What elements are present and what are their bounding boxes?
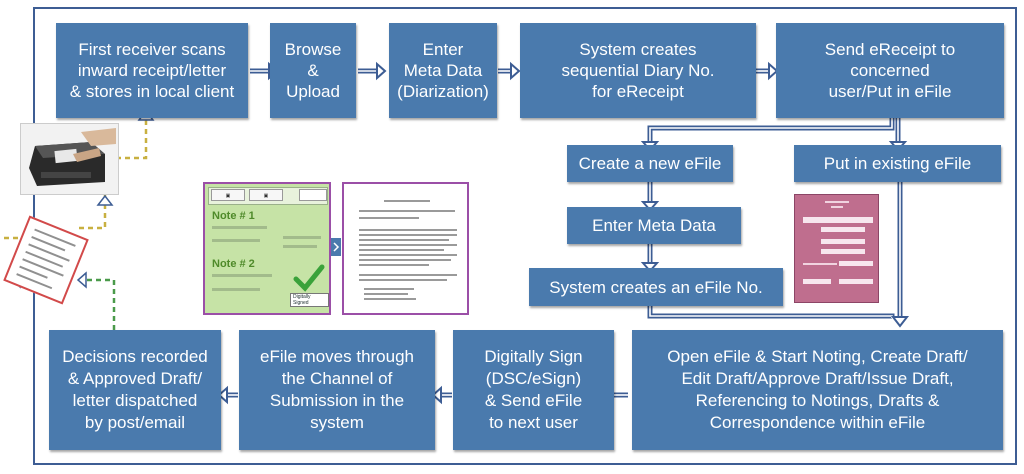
scanner-icon [20,123,119,195]
dashed-connector-decisions [80,278,116,330]
note-heading-1: Note # 1 [212,210,255,222]
box-digitally-sign: Digitally Sign (DSC/eSign) & Send eFile … [453,330,614,450]
note-toolbar-button: ▣ [249,189,283,201]
box-open-efile-noting: Open eFile & Start Noting, Create Draft/… [632,330,1003,450]
dashed-connector-printer [76,195,107,230]
digitally-signed-stamp: Digitally Signed [290,293,329,307]
document-illustration [342,182,469,315]
note-toolbar-button: ▣ [211,189,245,201]
checkmark-icon [293,264,325,292]
arrow-send-to-create [647,115,895,143]
box-scan-receipt: First receiver scans inward receipt/lett… [56,23,248,118]
box-browse-upload: Browse & Upload [270,23,356,118]
box-decisions-recorded: Decisions recorded & Approved Draft/ let… [49,330,221,450]
box-create-new-efile: Create a new eFile [567,145,733,182]
box-diary-number: System creates sequential Diary No. for … [520,23,756,118]
chevron-right-icon [331,238,341,256]
box-enter-meta-diarization: Enter Meta Data (Diarization) [389,23,497,118]
note-sheet-illustration: ▣ ▣ Note # 1 Note # 2 Digitally Signed [203,182,331,315]
box-enter-meta-data: Enter Meta Data [567,207,741,244]
box-send-ereceipt: Send eReceipt to concerned user/Put in e… [776,23,1004,118]
dashed-connector-scan [118,120,148,160]
note-heading-2: Note # 2 [212,258,255,270]
box-put-existing-efile: Put in existing eFile [794,145,1001,182]
note-toolbar-field [299,189,327,201]
efile-form-illustration [794,194,879,303]
box-efile-moves: eFile moves through the Channel of Submi… [239,330,435,450]
box-efile-number: System creates an eFile No. [529,268,783,306]
